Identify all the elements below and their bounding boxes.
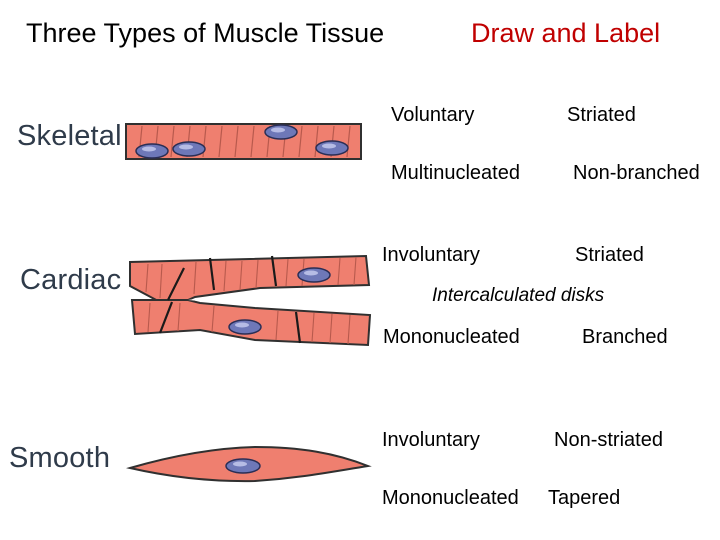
skeletal-fact-voluntary: Voluntary [391, 104, 475, 126]
page-title: Three Types of Muscle Tissue [26, 18, 385, 48]
smooth-fact-involuntary: Involuntary [382, 429, 480, 451]
skeletal-fact-striated: Striated [567, 104, 636, 126]
smooth-fact-non-striated: Non-striated [554, 429, 663, 451]
smooth-label: Smooth [9, 442, 111, 474]
cardiac-fiber-top [129, 254, 371, 304]
skeletal-nuclei [135, 124, 349, 159]
cardiac-striations [145, 256, 357, 345]
cardiac-fact-mononucleated: Mononucleated [383, 326, 520, 348]
cardiac-fact-striated: Striated [575, 244, 644, 266]
skeletal-fact-non-branched: Non-branched [573, 162, 700, 184]
cardiac-fiber-illustration [129, 254, 372, 347]
intercalated-disks [158, 255, 302, 344]
smooth-fact-tapered: Tapered [548, 487, 621, 509]
smooth-fiber-illustration [126, 445, 372, 483]
cardiac-note-intercalated-disks: Intercalculated disks [432, 285, 605, 306]
smooth-fact-mononucleated: Mononucleated [382, 487, 519, 509]
skeletal-fact-multinucleated: Multinucleated [391, 162, 520, 184]
cardiac-label: Cardiac [20, 264, 122, 296]
skeletal-label: Skeletal [17, 120, 122, 152]
page-subtitle: Draw and Label [471, 18, 661, 48]
skeletal-fiber-illustration [125, 123, 362, 160]
cardiac-branch [188, 294, 262, 304]
cardiac-fact-branched: Branched [582, 326, 668, 348]
cardiac-fact-involuntary: Involuntary [382, 244, 480, 266]
